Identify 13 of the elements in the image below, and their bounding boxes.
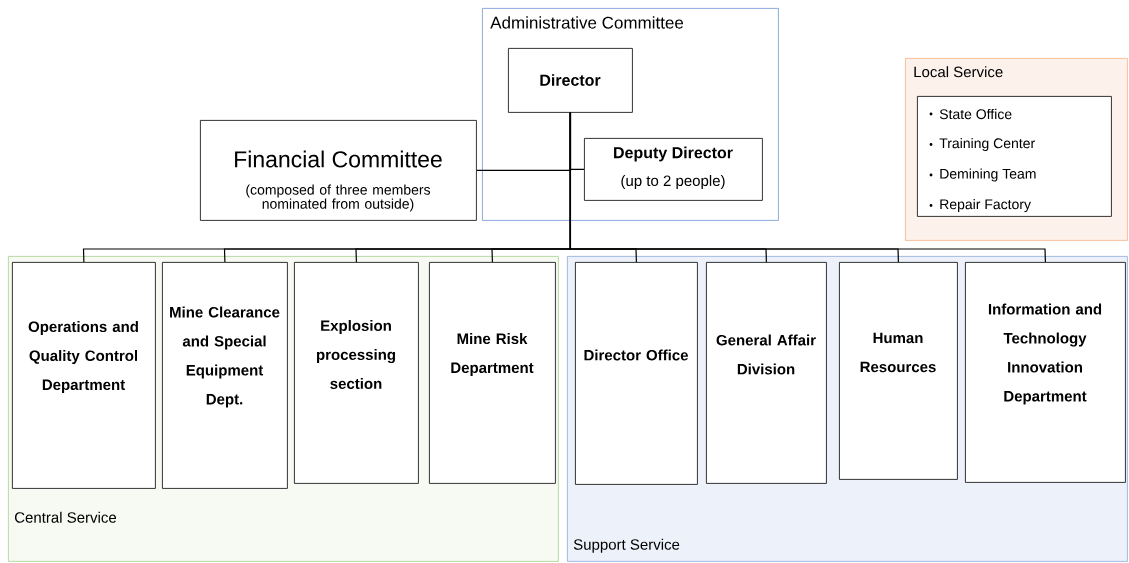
- department-box: Director Office: [575, 262, 698, 485]
- connector-line: [569, 112, 1046, 263]
- department-box: Mine Clearance and Special Equipment Dept.: [162, 262, 288, 489]
- department-box: Information and Technology Innovation Department: [965, 262, 1126, 483]
- director-box: Director: [508, 48, 633, 113]
- department-box: Mine Risk Department: [429, 262, 556, 484]
- deputy-box: Deputy Director (up to 2 people): [584, 138, 763, 201]
- department-box: Explosion processing section: [294, 262, 419, 484]
- list-box: State Office Training Center Demining Team Repair Factory: [917, 96, 1112, 217]
- department-box: Operations and Quality Control Department: [12, 262, 156, 489]
- department-box: Human Resources: [839, 262, 958, 480]
- department-box: General Affair Division: [706, 262, 827, 484]
- committee-box: Financial Committee (composed of three members nominated from outside): [200, 120, 477, 221]
